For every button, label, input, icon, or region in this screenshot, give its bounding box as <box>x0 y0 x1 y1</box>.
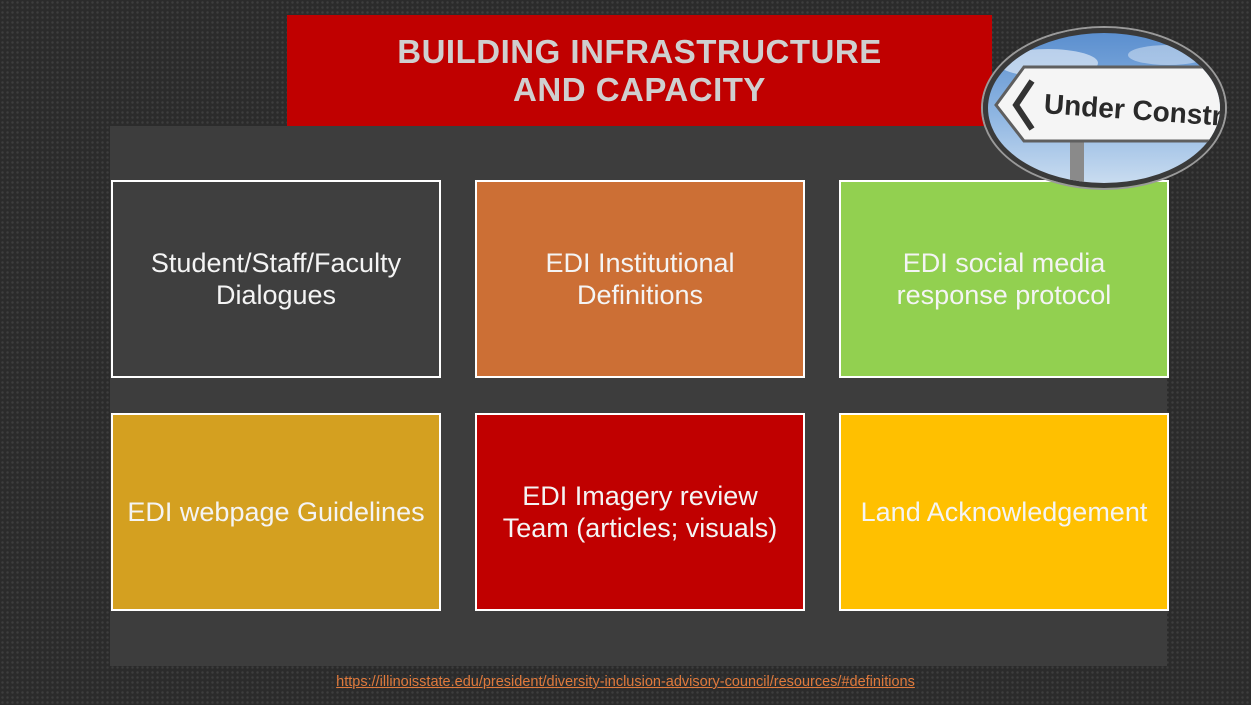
sign-graphic: Under Construction <box>994 45 1220 183</box>
tile-webpage-guidelines: EDI webpage Guidelines <box>111 413 441 611</box>
tile-label: EDI social media response protocol <box>896 248 1112 310</box>
tile-land-acknowledgement: Land Acknowledgement <box>839 413 1169 611</box>
tile-social-media-protocol: EDI social media response protocol <box>839 180 1169 378</box>
slide-title-line-1: BUILDING INFRASTRUCTURE <box>397 32 882 70</box>
arrow-chevron <box>1012 79 1035 131</box>
tile-dialogues: Student/Staff/Faculty Dialogues <box>111 180 441 378</box>
tile-label: EDI Institutional Definitions <box>545 248 735 310</box>
sign-arrow-board <box>994 65 1220 143</box>
tile-label: Land Acknowledgement <box>860 497 1148 527</box>
tile-imagery-review-team: EDI Imagery review Team (articles; visua… <box>475 413 805 611</box>
sign-post <box>1070 133 1084 183</box>
tile-label: EDI Imagery review Team (articles; visua… <box>502 481 778 543</box>
tile-label: EDI webpage Guidelines <box>127 497 425 527</box>
title-banner: BUILDING INFRASTRUCTURE AND CAPACITY <box>287 15 992 126</box>
slide-title-line-2: AND CAPACITY <box>513 70 766 108</box>
tile-institutional-definitions: EDI Institutional Definitions <box>475 180 805 378</box>
definitions-link[interactable]: https://illinoisstate.edu/president/dive… <box>336 674 915 690</box>
tile-label: Student/Staff/Faculty Dialogues <box>150 248 402 310</box>
under-construction-sign-icon: Under Construction <box>983 28 1225 188</box>
